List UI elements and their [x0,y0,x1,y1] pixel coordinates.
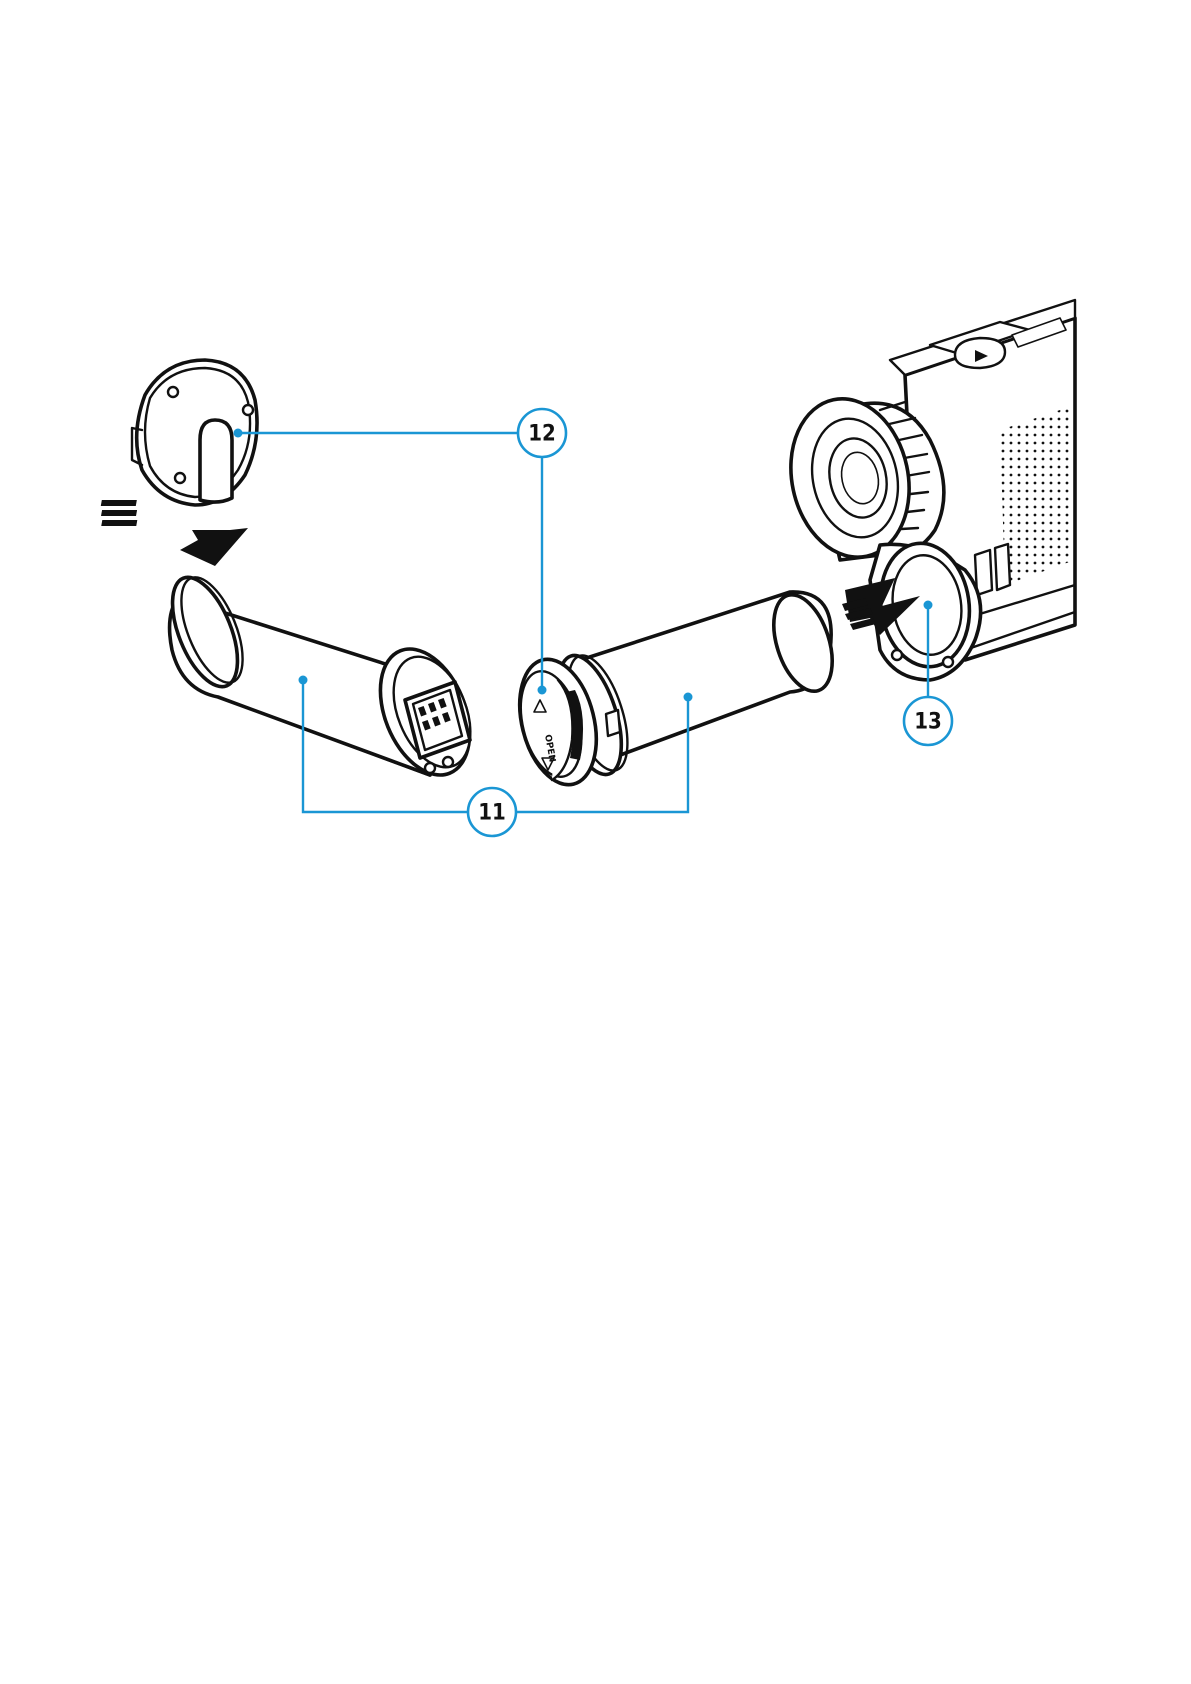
callout-11-label: 11 [478,801,506,826]
down-arrow-icon [101,500,248,566]
callout-13: 13 [904,697,952,745]
battery-left [159,568,487,788]
battery-right: OPEN [508,587,844,792]
callout-12-label: 12 [528,422,556,447]
callout-13-label: 13 [914,710,942,735]
callout-11: 11 [468,788,516,836]
speaker-grille [1000,405,1075,585]
callout-12: 12 [518,409,566,457]
